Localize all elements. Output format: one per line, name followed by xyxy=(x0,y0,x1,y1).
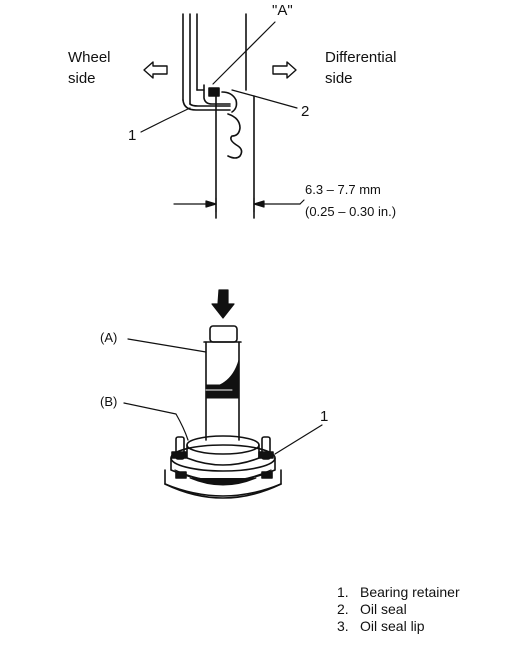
wheel-side-label-2: side xyxy=(68,70,96,87)
leader-2 xyxy=(231,89,298,109)
legend-number: 3. xyxy=(337,618,349,634)
differential-side-arrow-icon xyxy=(272,61,297,79)
axle-shaft xyxy=(215,95,255,219)
differential-side-label-2: side xyxy=(325,70,353,87)
callout-1-top: 1 xyxy=(128,127,137,144)
housing-walls xyxy=(182,13,247,111)
legend-text: Bearing retainer xyxy=(360,584,460,600)
leader-a-bottom xyxy=(127,338,207,353)
callout-a: "A" xyxy=(272,2,293,19)
label-base-b: (B) xyxy=(100,394,118,409)
dimension-mm: 6.3 – 7.7 mm xyxy=(305,182,381,197)
legend-number: 1. xyxy=(337,584,349,600)
leader-a xyxy=(212,21,276,85)
press-arrow-icon xyxy=(211,289,235,319)
callout-2: 2 xyxy=(301,103,310,120)
dimension-lines xyxy=(173,197,305,213)
legend-number: 2. xyxy=(337,601,349,617)
dimension-in: (0.25 – 0.30 in.) xyxy=(305,204,397,219)
legend-item: 3. Oil seal lip xyxy=(337,618,460,635)
leader-1-top xyxy=(140,107,191,133)
leader-1-bottom xyxy=(274,424,323,455)
legend-text: Oil seal xyxy=(360,601,407,617)
legend-item: 2. Oil seal xyxy=(337,601,460,618)
leader-b-bottom xyxy=(123,402,189,441)
label-tool-a: (A) xyxy=(100,330,118,345)
wheel-side-arrow-icon xyxy=(143,61,168,79)
wheel-side-label-1: Wheel xyxy=(68,49,111,66)
legend-text: Oil seal lip xyxy=(360,618,425,634)
oil-seal-section xyxy=(203,84,243,159)
retainer-base-b xyxy=(164,435,282,499)
legend-item: 1. Bearing retainer xyxy=(337,584,460,601)
differential-side-label-1: Differential xyxy=(325,49,397,66)
installer-tool-a xyxy=(203,325,242,441)
callout-1-bottom: 1 xyxy=(320,408,329,425)
parts-legend: 1. Bearing retainer 2. Oil seal 3. Oil s… xyxy=(337,584,460,635)
